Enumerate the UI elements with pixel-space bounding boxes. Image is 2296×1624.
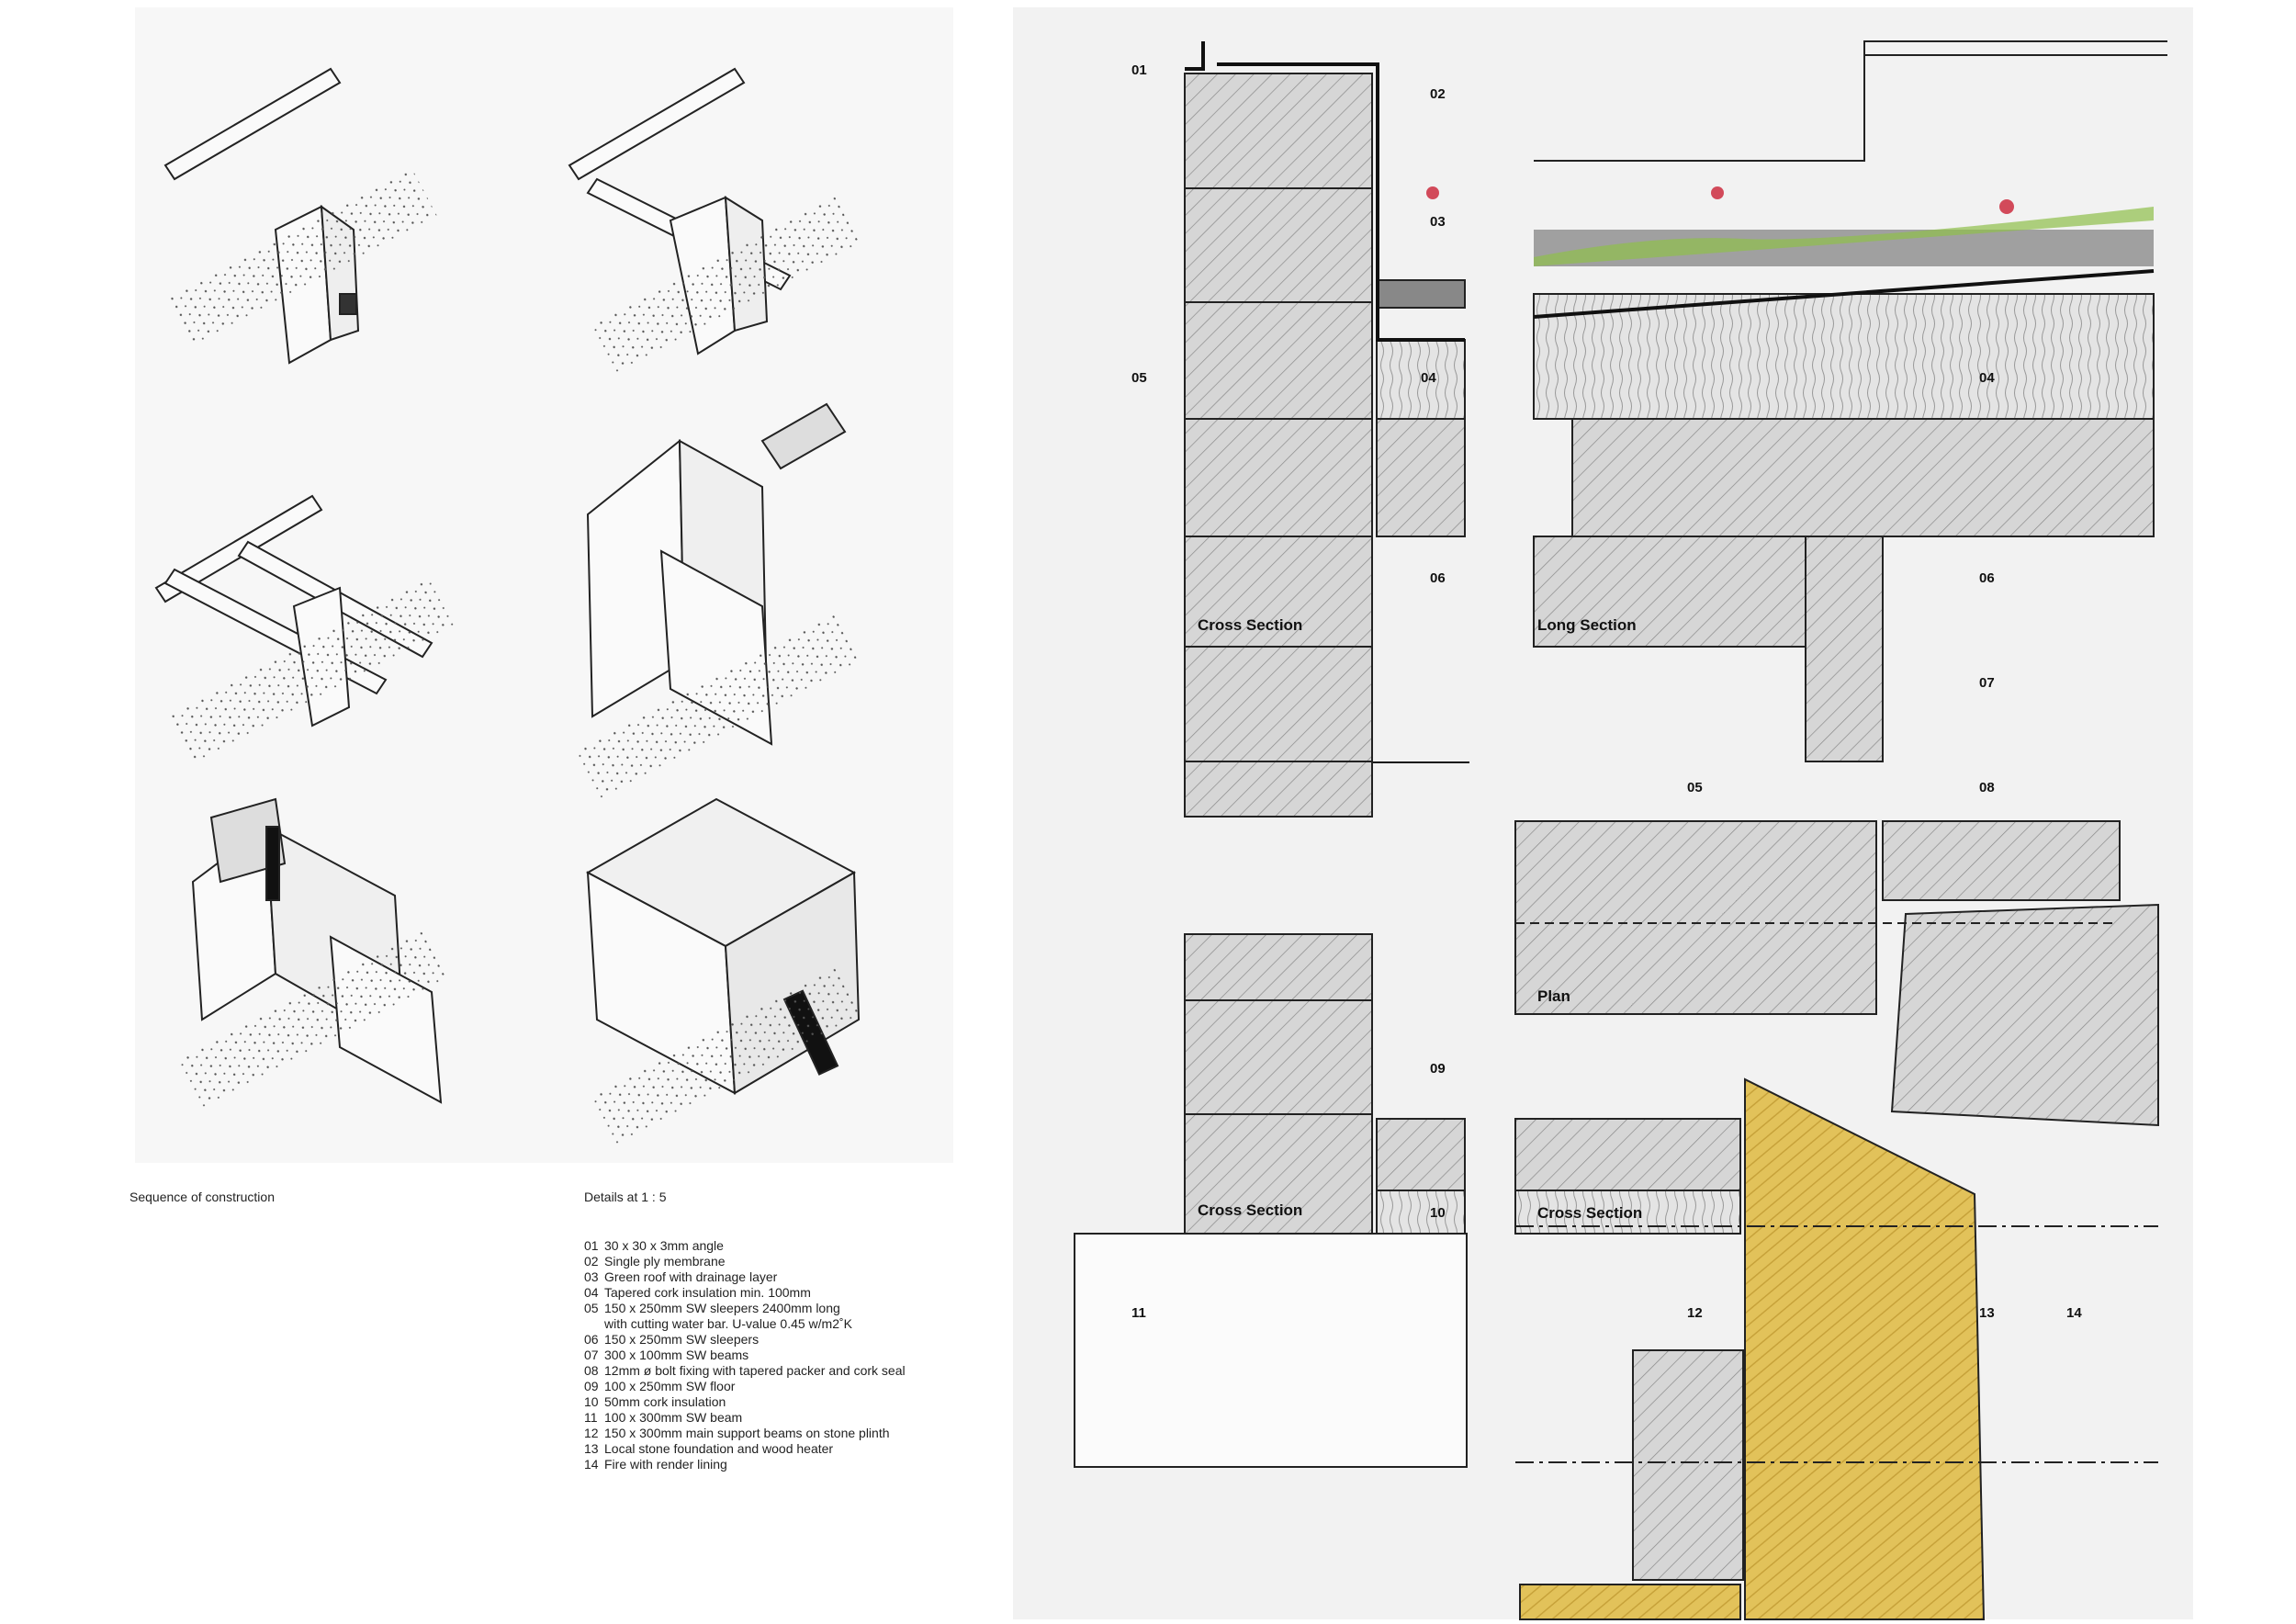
tag-05: 05 [1687,780,1703,795]
tag-01: 01 [1131,62,1147,78]
tag-10: 10 [1430,1205,1446,1221]
tag-05: 05 [1131,370,1147,386]
sequence-caption: Sequence of construction [129,1190,275,1204]
detail-drawings: 01 02 03 04 04 05 05 06 06 07 08 09 10 1… [1013,7,2193,1620]
tag-06: 06 [1979,570,1995,586]
legend-item-continuation: with cutting water bar. U-value 0.45 w/m… [604,1316,853,1331]
tag-04: 04 [1421,370,1436,386]
tag-11: 11 [1131,1305,1146,1321]
tag-09: 09 [1430,1061,1446,1077]
sketch-step-3 [154,494,456,764]
tag-12: 12 [1687,1305,1703,1321]
tag-13: 13 [1979,1305,1995,1321]
long-section [1426,40,2167,762]
sketch-step-6 [585,797,861,1145]
sketch-step-1 [163,67,438,365]
cross-section-1 [1184,41,1469,818]
tag-08: 08 [1979,780,1995,795]
sketch-step-5 [177,797,447,1109]
tag-04: 04 [1979,370,1995,386]
section-title: Long Section [1537,616,1637,634]
tag-03: 03 [1430,214,1446,230]
sketch-step-2 [568,67,861,374]
section-title: Plan [1537,987,1570,1005]
details-scale-caption: Details at 1 : 5 [584,1190,667,1204]
section-title: Cross Section [1537,1204,1642,1222]
section-title: Cross Section [1198,616,1302,634]
section-title: Cross Section [1198,1201,1302,1219]
sequence-sketches [135,7,953,1163]
tag-02: 02 [1430,86,1446,102]
tag-07: 07 [1979,675,1995,691]
tag-14: 14 [2066,1305,2082,1321]
sketch-step-4 [573,402,860,801]
cross-section-2 [1074,933,1468,1468]
cross-section-3 [1514,1077,2158,1620]
tag-06: 06 [1430,570,1446,586]
plan [1514,820,2159,1127]
